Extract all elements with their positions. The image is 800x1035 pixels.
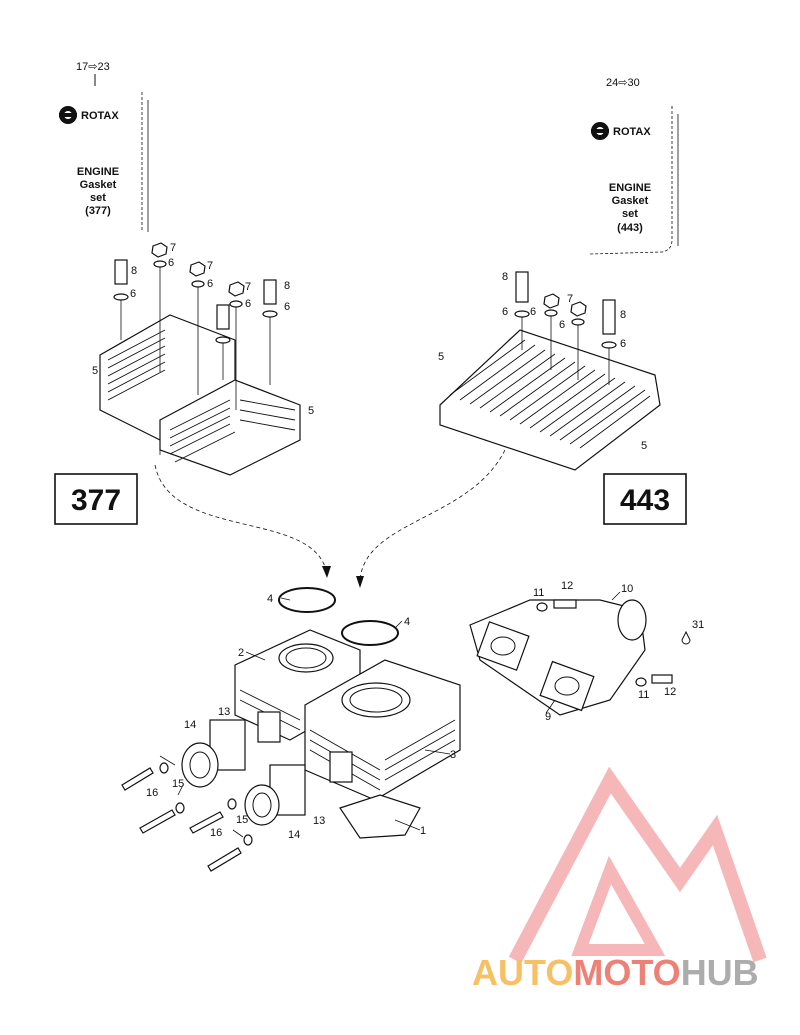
callout-6: 6 [168, 257, 174, 269]
callout-8: 8 [502, 271, 508, 283]
kit-line3-left: set [90, 192, 106, 204]
kit-line2-left: Gasket [80, 179, 117, 191]
callout-4: 4 [267, 593, 273, 605]
kit-line3-right: set [622, 208, 638, 220]
callout-15: 15 [172, 778, 184, 790]
intake-sockets [181, 719, 306, 826]
intake-screws [121, 762, 253, 872]
leader-lines [159, 591, 621, 838]
callout-9: 9 [545, 711, 551, 723]
rotax-logo-icon [591, 122, 609, 140]
callout-13: 13 [218, 706, 230, 718]
kit-line2-right: Gasket [612, 195, 649, 207]
callout-6: 6 [130, 288, 136, 300]
cylinder-head-443 [439, 329, 661, 471]
callout-6: 6 [207, 278, 213, 290]
callout-14: 14 [288, 829, 300, 841]
callout-12: 12 [664, 686, 676, 698]
model-label-377: 377 [71, 484, 121, 517]
callout-16: 16 [210, 827, 222, 839]
head-fasteners-377 [113, 242, 278, 410]
callout-5: 5 [438, 351, 444, 363]
callout-1: 1 [420, 825, 426, 837]
model-label-443: 443 [620, 484, 670, 517]
kit-line1-left: ENGINE [77, 166, 119, 178]
kit-brand-left: ROTAX [81, 110, 119, 122]
kit-line1-right: ENGINE [609, 182, 651, 194]
callout-4: 4 [404, 616, 410, 628]
exhaust-manifold [469, 599, 691, 716]
o-rings [278, 587, 399, 646]
automotohub-logo: AUTOMOTOHUB [472, 766, 767, 993]
callout-8: 8 [620, 309, 626, 321]
callout-6: 6 [245, 298, 251, 310]
callout-6: 6 [284, 301, 290, 313]
callout-7: 7 [245, 281, 251, 293]
drop-icon [681, 630, 691, 645]
model-box-377: 377 [54, 473, 138, 525]
callout-6: 6 [559, 319, 565, 331]
callout-7: 7 [567, 293, 573, 305]
svg-text:AUTOMOTOHUB: AUTOMOTOHUB [472, 952, 759, 993]
callout-8: 8 [284, 280, 290, 292]
callout-8: 8 [131, 265, 137, 277]
rotax-logo-icon [59, 106, 77, 124]
model-box-443: 443 [603, 473, 687, 525]
kit-range-right: 24⇨30 [606, 77, 640, 89]
callout-12: 12 [561, 580, 573, 592]
kit-brand-right: ROTAX [613, 126, 651, 138]
callout-5: 5 [92, 365, 98, 377]
kit-line4-right: (443) [617, 222, 643, 234]
callout-5: 5 [641, 440, 647, 452]
callout-3: 3 [450, 749, 456, 761]
callout-11: 11 [533, 587, 544, 599]
cylinder-head-377 [99, 314, 301, 476]
assembly-arrows [154, 449, 506, 588]
head-fasteners-443 [514, 271, 617, 385]
cylinder-block [234, 629, 461, 839]
callout-6: 6 [620, 338, 626, 350]
callout-6: 6 [502, 306, 508, 318]
manifold-fasteners [536, 599, 673, 687]
watermark-moto: MOTO [573, 952, 680, 993]
callout-2: 2 [238, 647, 244, 659]
kit-range-left: 17⇨23 [76, 61, 110, 73]
callout-14: 14 [184, 719, 196, 731]
callout-13: 13 [313, 815, 325, 827]
callout-7: 7 [170, 242, 176, 254]
callout-6: 6 [530, 306, 536, 318]
callout-10: 10 [621, 583, 633, 595]
gasket-kit-377: 17⇨23 ROTAX ENGINE Gasket set (377) [59, 61, 149, 232]
callout-5: 5 [308, 405, 314, 417]
callout-15: 15 [236, 814, 248, 826]
kit-line4-left: (377) [85, 205, 111, 217]
callout-7: 7 [207, 260, 213, 272]
callout-11: 11 [638, 689, 649, 701]
callout-numbers: 1 2 3 4 4 5 5 5 5 6 6 6 6 6 6 6 6 6 7 7 … [92, 242, 704, 841]
callout-16: 16 [146, 787, 158, 799]
watermark-auto: AUTO [472, 952, 573, 993]
gasket-kit-443: 24⇨30 ROTAX ENGINE Gasket set (443) [589, 77, 679, 255]
watermark-hub: HUB [681, 952, 759, 993]
callout-31: 31 [692, 619, 704, 631]
